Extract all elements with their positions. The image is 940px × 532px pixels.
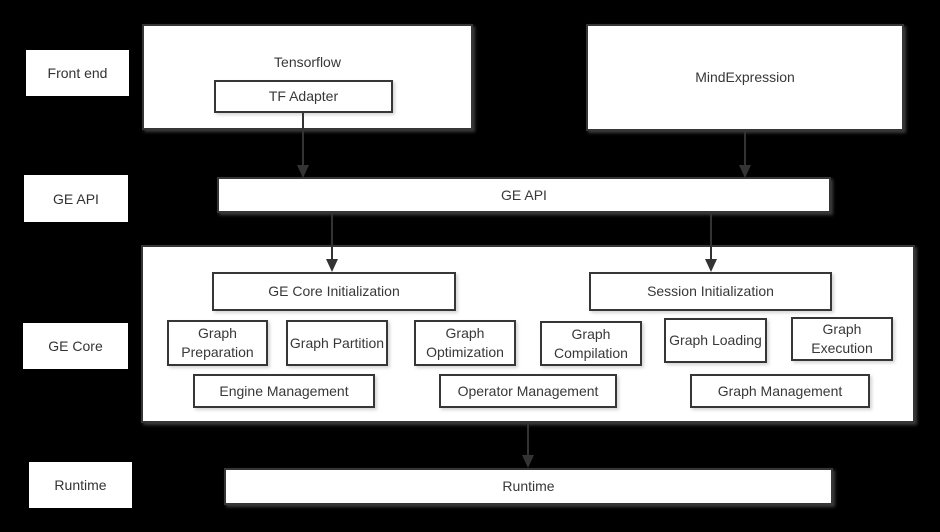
node-graph-loading: Graph Loading [664, 318, 767, 363]
arrow-line [302, 113, 304, 166]
arrow-down-icon [297, 165, 309, 178]
node-mind-expression: MindExpression [586, 24, 904, 131]
node-operator-management: Operator Management [439, 374, 617, 408]
node-graph-management: Graph Management [690, 374, 870, 408]
node-runtime-bar: Runtime [224, 468, 833, 505]
node-ge-core-initialization: GE Core Initialization [212, 272, 456, 311]
arrow-line [744, 131, 746, 166]
node-tf-adapter: TF Adapter [214, 80, 393, 113]
node-graph-partition: Graph Partition [286, 320, 388, 366]
node-graph-compilation: Graph Compilation [540, 321, 642, 366]
arrow-line [710, 213, 712, 260]
node-ge-api-bar: GE API [217, 177, 831, 213]
node-tensorflow: Tensorflow [142, 24, 473, 130]
arrow-line [527, 423, 529, 456]
arrow-down-icon [739, 165, 751, 178]
node-session-initialization: Session Initialization [589, 272, 832, 311]
arrow-down-icon [705, 259, 717, 272]
row-label-front-end: Front end [26, 50, 129, 96]
arrow-down-icon [522, 455, 534, 468]
row-label-ge-core: GE Core [23, 323, 128, 369]
node-engine-management: Engine Management [193, 374, 375, 408]
row-label-runtime: Runtime [29, 462, 132, 508]
node-graph-preparation: Graph Preparation [167, 320, 268, 366]
arrow-down-icon [326, 259, 338, 272]
row-label-ge-api: GE API [24, 175, 128, 222]
node-graph-optimization: Graph Optimization [414, 320, 516, 366]
arrow-line [331, 213, 333, 260]
node-graph-execution: Graph Execution [791, 317, 893, 361]
